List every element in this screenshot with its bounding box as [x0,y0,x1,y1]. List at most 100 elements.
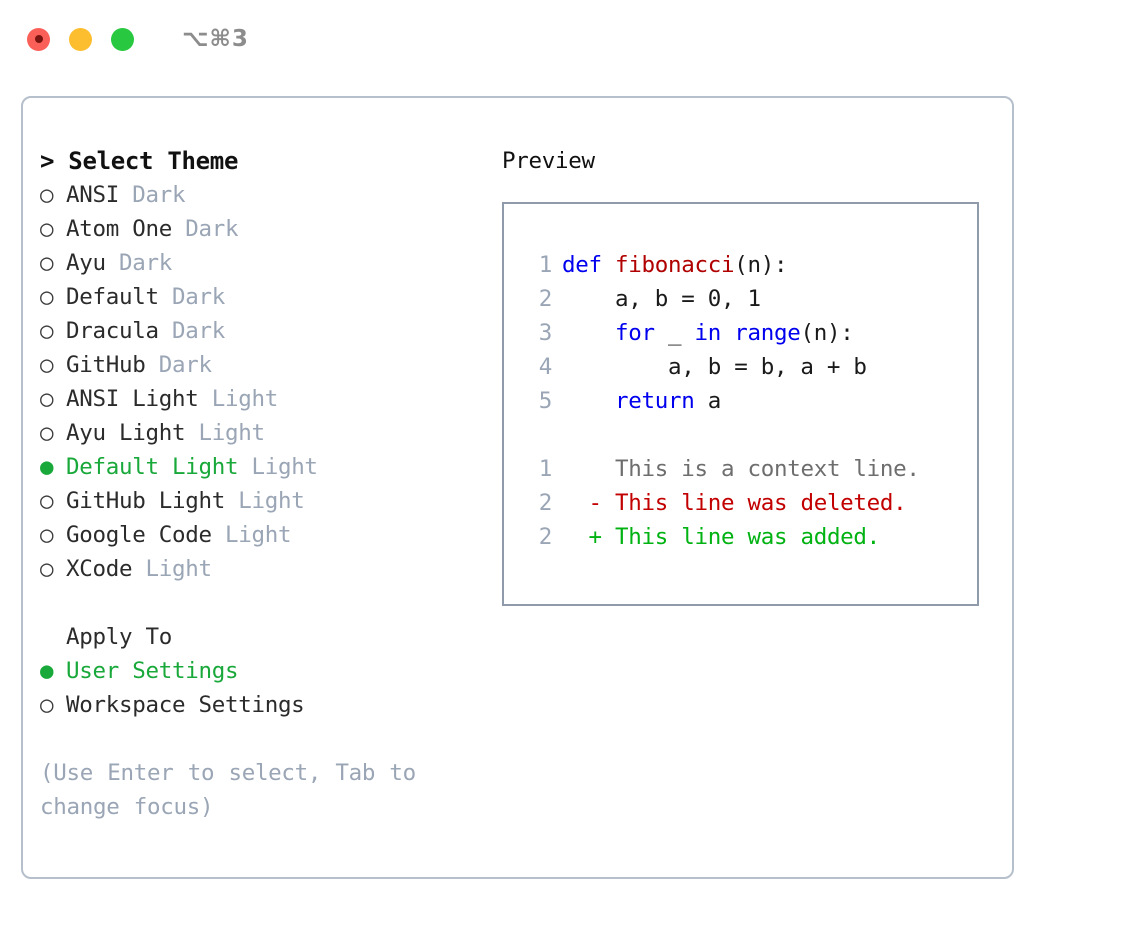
theme-variant-label: Light [132,556,212,582]
theme-list-item[interactable]: ○ GitHub Dark [40,348,500,382]
theme-list-item[interactable]: ○ XCode Light [40,552,500,586]
code-line-text: for _ in range(n): [562,316,854,350]
code-line: 5 return a [522,384,977,418]
theme-variant-label: Dark [119,182,186,208]
code-token: def [562,252,615,278]
radio-unselected-icon: ○ [40,182,54,208]
close-window-icon[interactable] [27,27,50,51]
radio-unselected-icon: ○ [40,352,54,378]
list-spacer [40,586,500,620]
code-line-text: def fibonacci(n): [562,248,788,282]
code-token: return [615,388,695,414]
code-line-text: return a [562,384,721,418]
main-panel: > Select Theme ○ANSI Dark○Atom One Dark○… [21,96,1014,879]
theme-variant-label: Dark [158,318,225,344]
theme-variant-label: Dark [171,216,239,242]
theme-list-item[interactable]: ○ ANSI Dark [40,178,500,212]
code-line: 1 def fibonacci(n): [522,248,977,282]
code-line: 3 for _ in range(n): [522,316,977,350]
theme-list-item[interactable]: ○ Atom One Dark [40,212,500,246]
radio-selected-icon: ● [40,658,54,684]
diff-line: 1 This is a context line. [522,452,977,486]
radio-unselected-icon: ○ [40,250,54,276]
theme-list-item[interactable]: ○Dracula Dark [40,314,500,348]
line-number: 2 [538,286,553,312]
line-number: 1 [538,456,553,482]
theme-list-item[interactable]: ○GitHub Light Light [40,484,500,518]
theme-variant-label: Dark [145,352,212,378]
theme-list-item[interactable]: ○Google Code Light [40,518,500,552]
theme-name-label: Default Light [66,454,239,480]
code-line-text: a, b = b, a + b [562,350,867,384]
line-number: 2 [538,490,553,516]
zoom-window-icon[interactable] [111,27,134,51]
code-token: a, b = b, a + b [562,354,867,380]
diff-line-text: This line was deleted. [615,490,907,516]
code-line: 4 a, b = b, a + b [522,350,977,384]
apply-to-option[interactable]: ○ Workspace Settings [40,688,500,722]
code-token: (n): [734,252,788,278]
radio-unselected-icon: ○ [40,556,54,582]
theme-list-item[interactable]: ○ANSI Light Light [40,382,500,416]
apply-to-option[interactable]: ● User Settings [40,654,500,688]
apply-to-label: User Settings [66,658,239,684]
theme-name-label: GitHub [66,352,146,378]
title-bar: ⌥⌘3 [0,0,1140,78]
theme-list-item[interactable]: ○Ayu Light Light [40,416,500,450]
select-theme-heading: > Select Theme [40,147,239,175]
line-number: 1 [538,252,553,278]
code-token [562,320,615,346]
theme-list-item[interactable]: ○ Default Dark [40,280,500,314]
theme-name-label: Atom One [66,216,172,242]
radio-selected-icon: ● [40,454,54,480]
theme-variant-label: Light [198,386,279,412]
line-number: 2 [538,524,553,550]
theme-name-label: Ayu [66,250,106,276]
theme-variant-label: Light [238,454,318,480]
code-token [562,388,615,414]
theme-list-item[interactable]: ● Default Light Light [40,450,500,484]
radio-unselected-icon: ○ [40,284,54,310]
code-token: fibonacci [615,252,735,278]
theme-variant-label: Light [185,420,265,446]
code-line: 2 a, b = 0, 1 [522,282,977,316]
diff-line-text: This is a context line. [615,456,920,482]
theme-variant-label: Dark [158,284,225,310]
theme-name-label: Google Code [66,522,212,548]
diff-marker [562,452,615,486]
code-token: a, b = 0, 1 [562,286,761,312]
code-token: a [694,388,722,414]
theme-list[interactable]: ○ ANSI Dark ○ Atom One Dark ○ Ayu Dark ○ Defaul… [40,178,500,586]
radio-unselected-icon: ○ [40,216,54,242]
line-number: 5 [538,388,553,414]
diff-marker: + [562,524,615,550]
apply-to-label: Workspace Settings [66,692,305,718]
theme-name-label: XCode [66,556,133,582]
diff-line: 2 + This line was added. [522,520,977,554]
diff-line: 2 - This line was deleted. [522,486,977,520]
theme-variant-label: Dark [105,250,172,276]
theme-name-label: ANSI [66,182,119,208]
preview-heading: Preview [502,148,595,174]
theme-list-item[interactable]: ○ Ayu Dark [40,246,500,280]
apply-to-list[interactable]: ● User Settings ○ Workspace Settings [40,654,500,722]
diff-line-text: This line was added. [615,524,880,550]
theme-name-label: Default [66,284,159,310]
diff-marker: - [562,490,615,516]
code-token: for [615,320,655,346]
minimize-window-icon[interactable] [69,27,92,51]
keyboard-hint-text: (Use Enter to select, Tab to change focu… [40,760,416,820]
theme-name-label: ANSI Light [66,386,199,412]
radio-unselected-icon: ○ [40,488,54,514]
radio-unselected-icon: ○ [40,318,54,344]
radio-unselected-icon: ○ [40,692,54,718]
apply-to-heading: Apply To [66,624,172,650]
code-diff-separator [522,418,977,452]
line-number: 4 [538,354,553,380]
theme-name-label: Ayu Light [66,420,186,446]
theme-name-label: GitHub Light [66,488,225,514]
